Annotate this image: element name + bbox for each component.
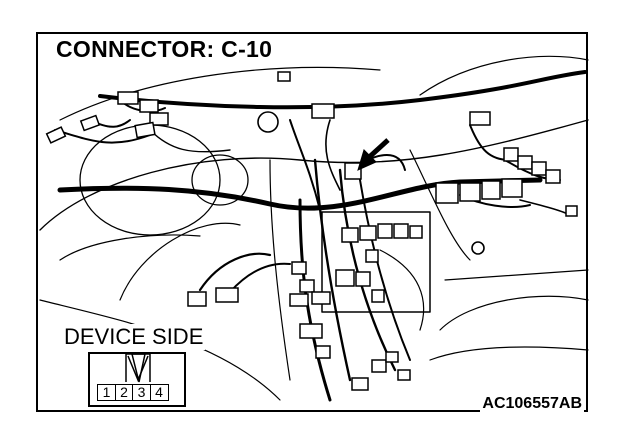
gauge-outline <box>191 154 249 206</box>
dashboard-outline <box>59 234 201 261</box>
dashboard-outline <box>59 66 381 121</box>
figure-code: AC106557AB <box>480 395 584 413</box>
connector <box>393 223 409 239</box>
pin-3: 3 <box>132 384 151 401</box>
connector <box>459 182 481 202</box>
connector <box>139 99 159 113</box>
connector <box>377 223 393 239</box>
connector <box>385 351 399 363</box>
connector <box>215 287 239 303</box>
connector <box>341 227 359 243</box>
connector <box>371 289 385 303</box>
grommet <box>257 111 279 133</box>
connector <box>351 377 369 391</box>
connector <box>501 178 523 198</box>
connector <box>469 111 491 126</box>
connector <box>335 269 355 287</box>
connector <box>149 112 169 126</box>
pin-2: 2 <box>114 384 134 401</box>
connector <box>545 169 561 184</box>
connector <box>531 161 547 176</box>
connector <box>397 369 411 381</box>
dashboard-outline <box>379 249 425 331</box>
connector <box>409 225 423 239</box>
connector <box>134 121 156 139</box>
connector-title: CONNECTOR: C-10 <box>56 36 273 62</box>
connector <box>299 323 323 339</box>
connector <box>371 359 387 373</box>
dashboard-outline <box>39 119 589 231</box>
dashboard-outline <box>439 295 589 331</box>
grommet <box>471 241 485 255</box>
connector <box>517 155 533 170</box>
detail-box <box>321 211 431 313</box>
connector <box>299 279 315 293</box>
connector <box>45 126 67 144</box>
connector <box>359 225 377 241</box>
dashboard-outline <box>429 346 589 361</box>
connector-face-diagram: 1 2 3 4 <box>88 352 186 407</box>
pin-row: 1 2 3 4 <box>97 384 169 401</box>
main-harness <box>57 177 543 211</box>
connector <box>503 147 519 162</box>
connector <box>289 293 309 307</box>
connector <box>277 71 291 82</box>
dashboard-outline <box>409 149 471 261</box>
pin-4: 4 <box>149 384 169 401</box>
connector <box>187 291 207 307</box>
device-side-label: DEVICE SIDE <box>62 324 206 350</box>
connector <box>311 291 331 305</box>
pointer-arrow <box>357 138 390 171</box>
pin-1: 1 <box>97 384 116 401</box>
connector-key-shape <box>125 352 151 383</box>
connector-c-10 <box>344 162 362 180</box>
connector <box>365 249 379 263</box>
connector <box>291 261 307 275</box>
dashboard-outline <box>444 269 589 281</box>
main-harness <box>98 70 587 110</box>
dashboard-outline <box>119 222 241 301</box>
dashboard-outline <box>269 159 291 381</box>
connector <box>435 182 459 204</box>
connector <box>481 180 501 200</box>
connector <box>565 205 578 217</box>
connector <box>79 114 101 132</box>
dashboard-outline <box>419 55 589 96</box>
connector <box>117 91 139 105</box>
connector <box>355 271 371 287</box>
connector <box>315 345 331 359</box>
connector <box>311 103 335 119</box>
